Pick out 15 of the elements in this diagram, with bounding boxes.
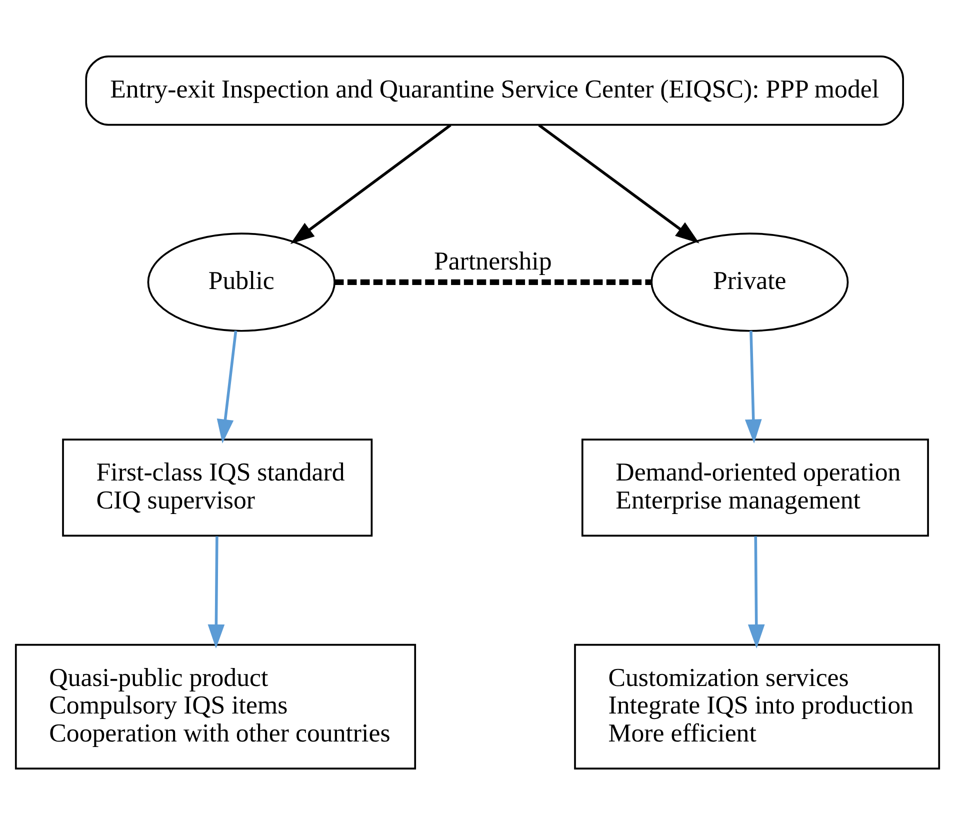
node-box: Entry-exit Inspection and Quarantine Service Center (EIQSC): PPP model — [85, 55, 904, 126]
node-ellipse: Public — [147, 232, 336, 332]
arrow — [538, 124, 700, 244]
node-box: First-class IQS standard CIQ supervisor — [62, 438, 373, 537]
node-box: Demand-oriented operation Enterprise management — [581, 438, 929, 537]
arrow — [744, 330, 762, 444]
arrow — [748, 536, 765, 648]
node-ellipse: Private — [650, 232, 849, 332]
edge-label: Partnership — [434, 246, 552, 276]
arrow — [216, 330, 238, 444]
arrow — [290, 124, 452, 244]
node-box: Customization services Integrate IQS into production More efficient — [574, 644, 940, 770]
arrow — [208, 536, 225, 648]
connector — [334, 279, 651, 285]
node-box: Quasi-public product Compulsory IQS items Cooperation with other countries — [14, 644, 416, 770]
